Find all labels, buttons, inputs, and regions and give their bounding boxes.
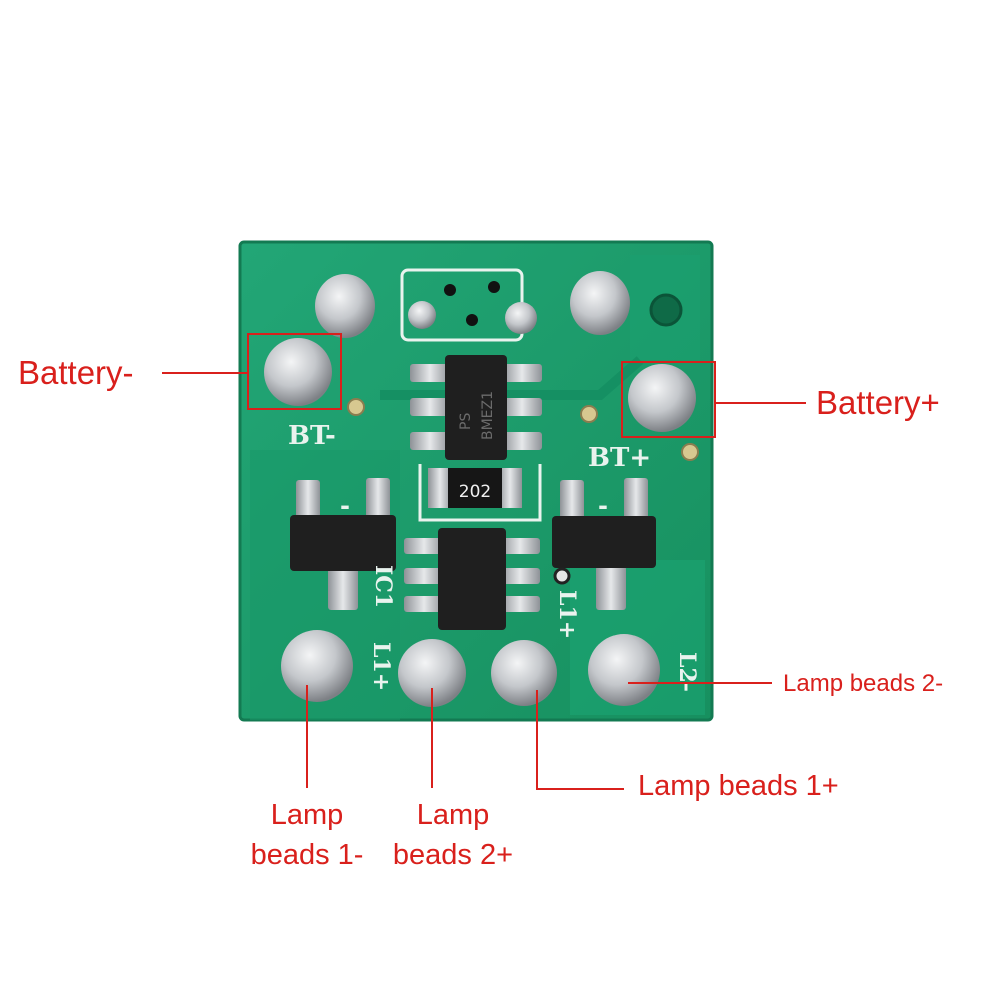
label-battery-minus: Battery-: [18, 354, 134, 391]
connector-hole: [444, 284, 456, 296]
top-pad-left: [315, 274, 375, 338]
silk-l1-plus-left: L1+: [368, 642, 394, 691]
copper-pour: [250, 255, 700, 360]
resistor: [428, 468, 522, 508]
via: [681, 443, 699, 461]
top-ic: [410, 355, 542, 460]
battery-plus-pad: [628, 364, 696, 432]
silkscreen-outline: [418, 464, 542, 522]
silk-minus-right: -: [598, 492, 608, 520]
mounting-hole: [649, 293, 683, 327]
lamp-beads-2-minus-pad: [588, 634, 660, 706]
silkscreen-dot: [553, 567, 571, 585]
battery-minus-pad: [264, 338, 332, 406]
lamp-beads-1-plus-pad: [491, 640, 557, 706]
lamp-beads-1-minus-pad: [281, 630, 353, 702]
label-lamp-beads-1-minus-line2: beads 1-: [250, 839, 364, 871]
silk-resistor-code: 202: [459, 482, 491, 502]
battery-minus-box: [247, 333, 342, 410]
bottom-ic: [404, 528, 540, 630]
right-transistor: [552, 478, 656, 610]
label-lamp-beads-1-minus-line1: Lamp: [270, 799, 344, 831]
leader-lamp-beads-1-plus: [536, 690, 624, 790]
silk-chip-code-1: PS: [458, 413, 474, 430]
silk-bt-plus: BT+: [588, 443, 651, 473]
silk-minus-left: -: [340, 492, 350, 520]
battery-plus-box: [621, 361, 716, 438]
connector-hole: [466, 314, 478, 326]
silk-chip-code-2: BMEZ1: [480, 391, 496, 440]
top-pad-right: [570, 271, 630, 335]
label-lamp-beads-1-plus: Lamp beads 1+: [638, 770, 839, 802]
connector-pin: [505, 302, 537, 334]
label-lamp-beads-2-plus-line2: beads 2+: [392, 839, 514, 871]
lamp-beads-2-plus-pad: [398, 639, 466, 707]
via: [580, 405, 598, 423]
connector-pin: [408, 301, 436, 329]
label-lamp-beads-2-plus: Lamp beads 2+: [378, 795, 528, 875]
label-lamp-beads-2-plus-line1: Lamp: [416, 799, 490, 831]
label-battery-plus: Battery+: [816, 384, 940, 421]
connector-hole: [488, 281, 500, 293]
silk-ic-ref: IC1: [370, 565, 396, 608]
left-transistor: [290, 478, 396, 610]
silk-l2-minus: L2-: [674, 652, 700, 692]
label-lamp-beads-1-minus: Lamp beads 1-: [232, 795, 382, 875]
silk-bt-minus: BT-: [288, 421, 336, 451]
label-lamp-beads-2-minus: Lamp beads 2-: [783, 670, 944, 697]
via: [347, 398, 365, 416]
silk-l1-plus-right: L1+: [554, 590, 580, 639]
